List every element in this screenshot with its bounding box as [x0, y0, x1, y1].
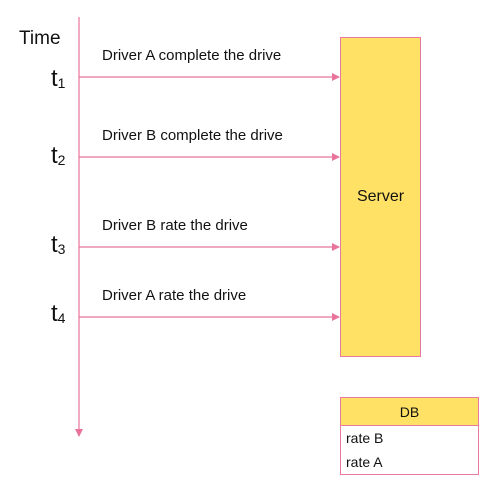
time-tick-subscript: 3	[57, 241, 66, 257]
db-table: DB rate B rate A	[340, 397, 479, 475]
time-tick-2: t2	[51, 143, 65, 173]
time-tick-subscript: 4	[57, 310, 66, 326]
db-header: DB	[341, 398, 478, 426]
server-label: Server	[356, 188, 405, 205]
time-tick-label: t	[51, 65, 58, 92]
db-row: rate A	[346, 454, 383, 470]
time-tick-subscript: 2	[57, 152, 66, 168]
event-label-1: Driver A complete the drive	[102, 47, 282, 64]
time-tick-3: t3	[51, 232, 65, 262]
time-tick-1: t1	[51, 66, 65, 96]
server-box: Server	[340, 37, 421, 357]
event-label-4: Driver A rate the drive	[102, 287, 247, 304]
time-tick-label: t	[51, 142, 58, 169]
time-tick-label: t	[51, 231, 58, 258]
event-label-2: Driver B complete the drive	[102, 127, 283, 144]
time-tick-subscript: 1	[57, 75, 66, 91]
time-tick-4: t4	[51, 301, 65, 331]
time-axis-label: Time	[19, 28, 61, 49]
db-row: rate B	[346, 430, 384, 446]
time-tick-label: t	[51, 300, 58, 327]
event-label-3: Driver B rate the drive	[102, 217, 248, 234]
